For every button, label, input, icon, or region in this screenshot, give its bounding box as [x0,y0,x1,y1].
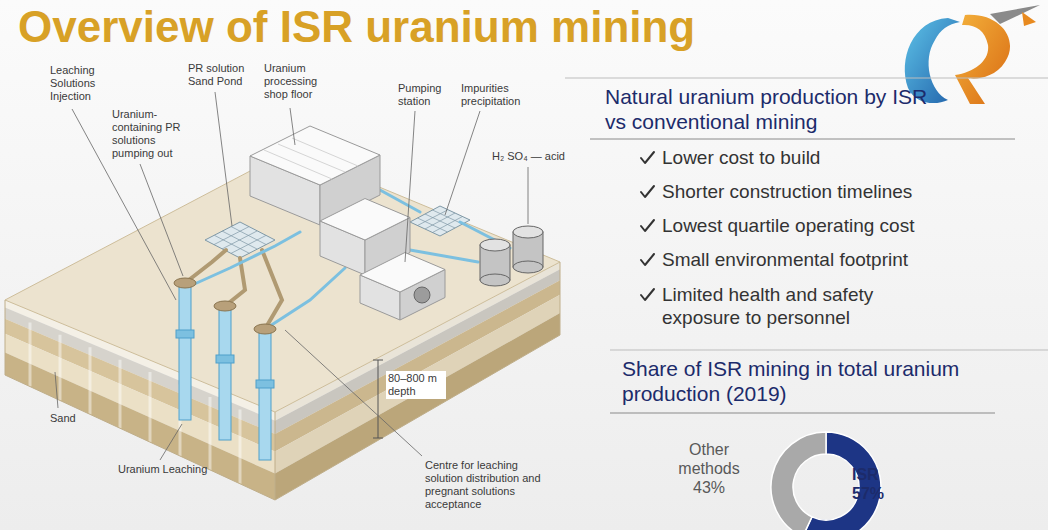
callout-label: PR solution Sand Pond [188,62,258,88]
pipes [185,190,510,329]
callout-label: Uranium processing shop floor [264,62,326,101]
ground-block [5,150,560,500]
rule-line [590,139,1015,140]
check-mark [641,220,654,231]
well-collar [176,330,194,338]
callout-label: Leaching Solutions Injection [50,64,112,103]
logo-shape [1022,12,1036,26]
checklist-item: Lower cost to build [662,147,820,170]
callout-label: Pumping station [398,82,448,108]
building-roof [360,253,445,293]
callout-label: Sand [50,412,76,425]
check-mark [641,254,654,265]
callout-label: Impurities precipitation [461,82,533,108]
well-pipe [179,283,191,420]
depth-dimension [373,360,383,438]
ground-surface [5,150,560,412]
tank-top [513,226,543,238]
checklist-item: Limited health and safety exposure to pe… [662,284,922,330]
checklist-item: Shorter construction timelines [662,181,912,204]
pond-grid [214,227,266,254]
checklist-item: Small environmental footprint [662,249,908,272]
well-collar [256,380,274,388]
pond-grid [418,210,463,233]
roof-ridges [264,138,358,179]
well-pipe [259,329,271,460]
callout-label: Centre for leaching solution distributio… [425,459,557,511]
rule-line [610,350,1048,351]
check-mark [641,289,654,300]
leader-line [55,372,58,408]
section-heading: Share of ISR mining in total uranium pro… [622,356,1002,406]
chart-value: 43% [676,479,742,498]
rule-line [565,78,1048,79]
callout-label: Uranium Leaching [118,463,207,476]
well-head [214,301,236,311]
chart-label: Other methods [676,441,742,479]
pipe [185,250,282,329]
tank-base [513,261,543,273]
wells [174,278,276,460]
leader-line [528,167,529,224]
check-mark [641,186,654,197]
building-roof [250,126,380,185]
check-marks [641,152,654,300]
buildings [250,126,445,320]
leader-line [215,92,232,226]
well-pipe [219,306,231,440]
leader-line [405,111,415,262]
dimension-label: 80–800 m depth [386,371,446,399]
building-roof [320,199,410,241]
donut-chart [771,432,881,530]
well-collar [216,355,234,363]
rule-line [610,413,995,414]
leader-lines [55,92,528,460]
donut-segment [771,432,826,530]
acid-tanks [480,226,543,286]
checklist-item: Lowest quartile operating cost [662,215,914,238]
logo-shape [955,15,1010,104]
well-head [254,324,276,334]
callout-label: H₂ SO₄ — acid [492,150,565,163]
tank-base [480,274,510,286]
chart-label: ISR [852,466,879,485]
check-mark [641,152,654,163]
leader-line [445,111,480,215]
callout-label: Uranium-containing PR solutions pumping … [112,108,188,160]
pipe [190,190,510,326]
leader-line [140,164,183,276]
section-heading: Natural uranium production by ISR vs con… [605,84,940,134]
tank-top [480,239,510,251]
leader-line [160,424,182,460]
chart-value: 57% [852,485,884,504]
slide-title: Overview of ISR uranium mining [18,2,695,53]
pump-fan [414,287,430,303]
leader-line [290,108,295,145]
well-head [174,278,196,288]
rules [565,78,1048,413]
